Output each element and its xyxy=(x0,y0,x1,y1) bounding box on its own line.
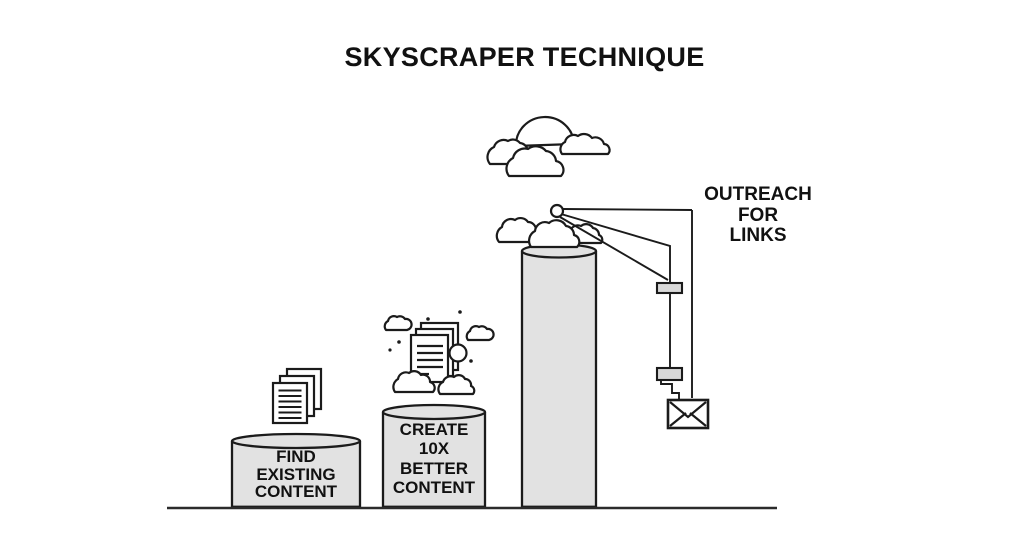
label-outreach-for-links: OUTREACH FOR LINKS xyxy=(697,184,819,247)
crane-cable-line xyxy=(562,208,693,211)
cloud-icon xyxy=(559,132,611,156)
crane-cables xyxy=(559,208,693,398)
cloud-icon xyxy=(505,145,565,178)
envelope-icon xyxy=(666,398,710,430)
crane-cable-line xyxy=(560,213,671,283)
label-line: CONTENT xyxy=(392,477,476,497)
cloud-icon xyxy=(528,219,581,249)
cloud-icon xyxy=(392,370,436,394)
sparkle-dots xyxy=(388,310,473,363)
label-line: LINKS xyxy=(729,225,787,246)
crane-weight-upper xyxy=(655,281,684,295)
cloud-icon xyxy=(465,325,495,342)
label-line: 10X xyxy=(418,439,450,459)
cloud-icon xyxy=(383,315,413,332)
page-title: SKYSCRAPER TECHNIQUE xyxy=(344,42,705,72)
envelope-fold-right xyxy=(689,412,707,427)
label-line: OUTREACH xyxy=(704,184,812,205)
crane-weight-lower xyxy=(655,366,684,382)
label-line: BETTER xyxy=(400,458,468,478)
cylinder-top xyxy=(230,432,362,450)
cylinder-create-better xyxy=(381,403,487,508)
icon-clouds xyxy=(383,315,495,396)
envelope-fold-left xyxy=(669,412,687,427)
improved-content-clouds-icon xyxy=(383,310,495,396)
crane-cable-line xyxy=(559,216,669,281)
badge-circle-icon xyxy=(448,343,468,363)
cylinder-top xyxy=(381,403,487,421)
document-text-lines xyxy=(278,389,302,419)
cylinder-label-create-10x-better-content: CREATE 10X BETTER CONTENT xyxy=(385,420,483,497)
label-line: CREATE xyxy=(399,420,469,439)
label-line: FOR xyxy=(737,204,779,226)
cylinder-label-find-existing-content: FIND EXISTING CONTENT xyxy=(234,448,358,501)
crane-rig xyxy=(549,203,710,430)
cloud-icon xyxy=(437,374,476,396)
skyscraper-tower xyxy=(520,243,598,508)
tower-body xyxy=(520,251,598,508)
crane-hook-icon xyxy=(660,380,680,400)
envelope-flap xyxy=(669,401,707,419)
label-line: FIND xyxy=(276,447,316,466)
label-line: EXISTING xyxy=(256,464,336,484)
sky-clouds xyxy=(486,115,611,178)
documents-stack-icon xyxy=(271,367,323,425)
label-line: CONTENT xyxy=(254,482,338,501)
crane-pulley-icon xyxy=(549,203,565,219)
tower-top-clouds xyxy=(495,217,604,249)
